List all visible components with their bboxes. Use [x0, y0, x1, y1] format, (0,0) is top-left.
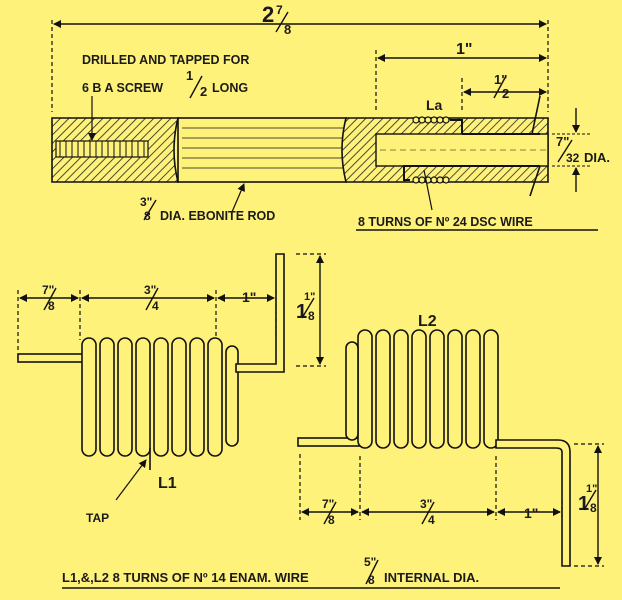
coil-l2	[297, 329, 604, 567]
rod-dia-den: 8	[144, 209, 151, 223]
overall-length-num: 7	[276, 3, 283, 17]
rod-middle	[177, 117, 347, 183]
rod-dia-num: 3"	[140, 195, 152, 209]
tap-label: TAP	[86, 511, 109, 525]
l1-height-whole: 1	[296, 301, 307, 323]
l2-label: L2	[418, 313, 437, 330]
tap-note-frac-num: 1	[186, 68, 193, 83]
la-label: La	[426, 97, 443, 113]
turns-caption: 8 TURNS OF Nº 24 DSC WIRE	[358, 215, 533, 229]
thread-marks	[59, 141, 145, 157]
tap-note-line1: DRILLED AND TAPPED FOR	[82, 53, 249, 67]
footer-caption: L1,&,L2 8 TURNS OF Nº 14 ENAM. WIRE 5" 8…	[62, 555, 560, 589]
l1-body-den: 4	[152, 299, 159, 313]
l2-body-den: 4	[428, 513, 435, 527]
bore-dia-text: DIA.	[584, 150, 610, 165]
footer-frac-num: 5"	[364, 555, 376, 569]
bore-dia-num: 7"	[556, 134, 569, 149]
l2-height-den: 8	[590, 501, 597, 515]
l2-right-dim: 1"	[524, 505, 538, 521]
coil-l1	[17, 253, 326, 501]
l1-right-dim: 1"	[242, 289, 256, 305]
l1-lead-den: 8	[48, 299, 55, 313]
tap-note-line2-post: LONG	[212, 81, 248, 95]
overall-length-den: 8	[284, 22, 291, 37]
half-inch-num: 1"	[494, 72, 507, 87]
half-inch-den: 2	[502, 86, 509, 101]
rod-labels: 2 7 8 DRILLED AND TAPPED FOR 6 B A SCREW…	[82, 2, 610, 229]
coil-l1-labels: 7" 8 3" 4 1" 1 1" 8 L1 TAP	[42, 283, 315, 525]
l2-lead-num: 7"	[322, 497, 334, 511]
footer-frac-den: 8	[368, 573, 375, 587]
l2-height-whole: 1	[578, 493, 589, 515]
footer-tail: INTERNAL DIA.	[384, 570, 479, 585]
bore-length-label: 1"	[456, 41, 472, 58]
bore-dia-den: 32	[566, 151, 580, 165]
overall-length-whole: 2	[262, 2, 274, 27]
l2-body-num: 3"	[420, 497, 432, 511]
l1-label: L1	[158, 475, 177, 492]
rod-dia-text: DIA. EBONITE ROD	[160, 209, 275, 223]
rod-section	[51, 20, 598, 231]
l2-turns	[345, 329, 499, 449]
l2-height-num: 1"	[586, 483, 597, 495]
l1-height-num: 1"	[304, 291, 315, 303]
l1-turns	[81, 337, 239, 457]
l1-height-den: 8	[308, 309, 315, 323]
coil-l2-labels: L2 7" 8 3" 4 1" 1 1" 8	[322, 313, 597, 527]
la-coil	[403, 95, 541, 211]
l1-body-num: 3"	[144, 283, 156, 297]
l2-lead-den: 8	[328, 513, 335, 527]
tap-note-frac-den: 2	[200, 84, 207, 99]
footer-main: L1,&,L2 8 TURNS OF Nº 14 ENAM. WIRE	[62, 570, 309, 585]
tap-note-line2-pre: 6 B A SCREW	[82, 81, 163, 95]
l1-lead-num: 7"	[42, 283, 54, 297]
